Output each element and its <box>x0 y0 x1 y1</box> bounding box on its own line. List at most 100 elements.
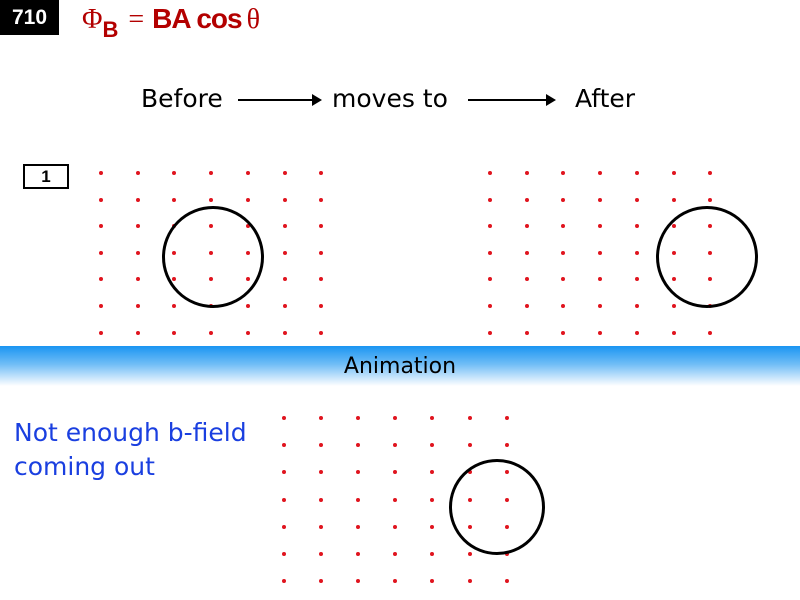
note-line-2: coming out <box>14 452 155 481</box>
field-dot-icon <box>393 524 398 529</box>
field-dot-icon <box>135 250 140 255</box>
field-dot-icon <box>598 277 603 282</box>
field-dot-icon <box>319 524 324 529</box>
field-dot-icon <box>99 197 103 202</box>
field-dot-icon <box>282 470 286 475</box>
right-arrow-icon <box>238 94 322 106</box>
field-dot-icon <box>319 579 324 584</box>
field-dot-icon <box>282 171 287 175</box>
formula-rhs: BA cos <box>152 3 242 34</box>
field-dot-icon <box>135 197 140 202</box>
field-dot-icon <box>172 330 177 335</box>
field-dot-icon <box>430 497 435 502</box>
wire-loop-before <box>162 206 264 308</box>
field-dot-icon <box>561 224 566 229</box>
field-dot-icon <box>598 304 603 308</box>
field-dot-icon <box>467 552 472 556</box>
field-dot-icon <box>430 524 435 529</box>
field-dot-icon <box>708 197 713 202</box>
field-dot-icon <box>504 579 509 584</box>
field-dot-icon <box>634 224 639 229</box>
field-dot-icon <box>245 197 250 202</box>
slide-number-badge: 710 <box>0 0 59 35</box>
field-dot-icon <box>319 470 324 475</box>
field-dot-icon <box>209 197 214 202</box>
slide-number: 710 <box>11 5 48 29</box>
field-dot-icon <box>634 250 639 255</box>
field-dot-icon <box>282 552 286 556</box>
field-dot-icon <box>524 330 529 335</box>
field-dot-icon <box>172 197 177 202</box>
field-dot-icon <box>561 197 566 202</box>
field-dot-icon <box>135 304 140 308</box>
field-dot-icon <box>430 443 435 448</box>
field-dot-icon <box>282 443 286 448</box>
field-dot-icon <box>488 277 492 282</box>
field-dot-icon <box>282 416 286 420</box>
equals-sign: = <box>128 4 145 35</box>
field-dot-icon <box>282 277 287 282</box>
field-dot-icon <box>598 224 603 229</box>
right-arrow-icon <box>468 94 556 106</box>
field-dot-icon <box>467 579 472 584</box>
field-dot-icon <box>524 171 529 175</box>
field-dot-icon <box>561 171 566 175</box>
field-dot-icon <box>245 171 250 175</box>
field-dot-icon <box>282 330 287 335</box>
field-dot-icon <box>393 416 398 420</box>
field-dot-icon <box>524 250 529 255</box>
field-dot-icon <box>99 330 103 335</box>
field-dot-icon <box>172 171 177 175</box>
field-dot-icon <box>467 443 472 448</box>
field-dot-icon <box>524 197 529 202</box>
field-dot-icon <box>282 250 287 255</box>
field-dot-icon <box>319 277 324 282</box>
field-dot-icon <box>99 250 103 255</box>
field-dot-icon <box>356 497 361 502</box>
field-dot-icon <box>356 579 361 584</box>
field-dot-icon <box>245 330 250 335</box>
note-line-1: Not enough b-field <box>14 418 247 447</box>
field-dot-icon <box>634 197 639 202</box>
flux-symbol: Φ <box>82 4 103 35</box>
field-dot-icon <box>467 416 472 420</box>
field-dot-icon <box>282 579 286 584</box>
field-dot-icon <box>671 171 676 175</box>
field-dot-icon <box>319 304 324 308</box>
before-after-flow: Before moves to After <box>0 82 800 118</box>
field-dot-icon <box>504 443 509 448</box>
field-dot-icon <box>319 250 324 255</box>
field-dot-icon <box>356 470 361 475</box>
angle-symbol: θ <box>246 4 261 35</box>
field-dot-icon <box>245 304 250 308</box>
field-dot-icon <box>393 470 398 475</box>
field-dot-icon <box>561 304 566 308</box>
field-dot-icon <box>634 330 639 335</box>
field-dot-icon <box>172 304 177 308</box>
field-dot-icon <box>356 552 361 556</box>
field-dot-icon <box>356 416 361 420</box>
field-dot-icon <box>598 197 603 202</box>
field-dot-icon <box>99 304 103 308</box>
field-dot-icon <box>282 224 287 229</box>
step-number: 1 <box>41 166 51 186</box>
field-dot-icon <box>135 224 140 229</box>
field-dot-icon <box>430 579 435 584</box>
field-dot-icon <box>488 250 492 255</box>
field-dot-icon <box>488 224 492 229</box>
step-number-box: 1 <box>23 164 69 189</box>
moves-to-label: moves to <box>332 84 448 113</box>
field-dot-icon <box>319 416 324 420</box>
field-dot-icon <box>488 304 492 308</box>
explanation-note: Not enough b-field coming out <box>14 416 247 484</box>
field-dot-icon <box>135 330 140 335</box>
field-dot-icon <box>135 277 140 282</box>
field-dot-icon <box>634 304 639 308</box>
field-dot-icon <box>634 277 639 282</box>
field-dot-icon <box>488 171 492 175</box>
wire-loop-after <box>656 206 758 308</box>
field-dot-icon <box>209 330 214 335</box>
field-dot-icon <box>488 197 492 202</box>
field-dot-icon <box>135 171 140 175</box>
field-dot-icon <box>708 171 713 175</box>
